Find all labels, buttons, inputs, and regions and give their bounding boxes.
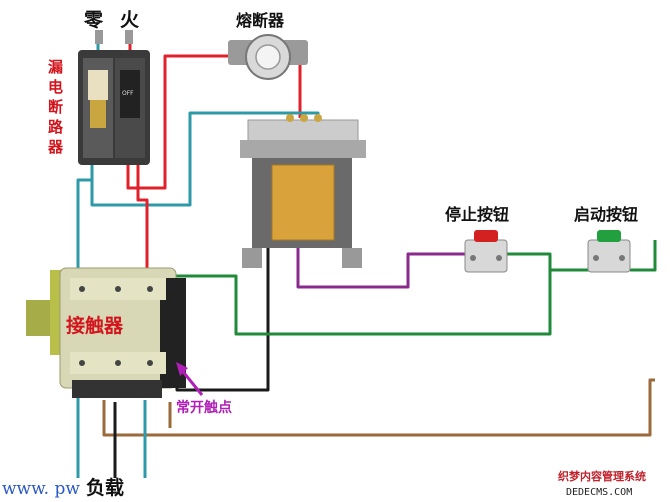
- label-stop-button: 停止按钮: [445, 205, 509, 224]
- watermark-left: www. pw: [2, 479, 80, 499]
- label-breaker-3: 断: [48, 98, 63, 116]
- label-live: 火: [120, 9, 140, 31]
- arrow-head: [176, 362, 188, 376]
- wire-brown-loop: [102, 378, 655, 437]
- wires: [76, 36, 657, 478]
- stop-button: [464, 230, 508, 273]
- label-breaker-5: 器: [47, 138, 64, 156]
- label-start-button: 启动按钮: [574, 205, 638, 224]
- contactor: [26, 267, 186, 398]
- label-breaker-2: 电: [48, 78, 63, 96]
- wire-green-return: [160, 270, 552, 336]
- label-fuse: 熔断器: [236, 11, 285, 30]
- leakage-breaker: OFF: [78, 30, 150, 165]
- watermark-right-en: DEDECMS.COM: [566, 487, 632, 498]
- label-load: 负载: [86, 476, 124, 499]
- arrow-no-contact: [178, 367, 204, 396]
- wire-green-stop-start: [506, 252, 590, 272]
- label-breaker-1: 漏: [48, 58, 63, 76]
- wire-red-to-contactor: [136, 160, 149, 270]
- wire-red-to-fuse: [126, 54, 232, 190]
- watermark-right-cn: 织梦内容管理系统: [558, 469, 646, 483]
- label-no-contact: 常开触点: [176, 399, 232, 416]
- wire-green-latch: [630, 240, 657, 272]
- start-button: [587, 230, 631, 273]
- label-contactor: 接触器: [66, 314, 124, 337]
- transformer: [240, 114, 366, 268]
- label-neutral: 零: [83, 9, 104, 31]
- svg-text:OFF: OFF: [122, 90, 134, 97]
- wire-teal-to-contactor: [76, 160, 94, 270]
- label-breaker-4: 路: [48, 118, 64, 136]
- fuse: [228, 34, 308, 80]
